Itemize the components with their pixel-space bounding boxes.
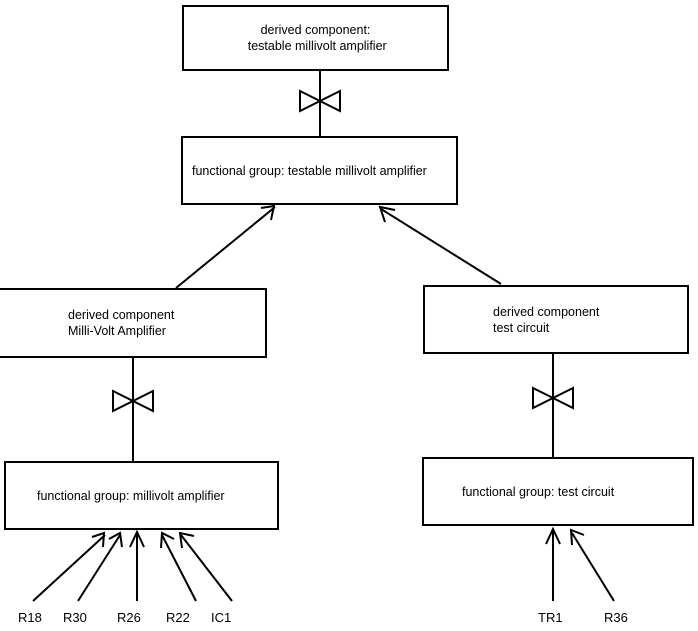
leaf-label-r22[interactable]: R22 bbox=[166, 610, 190, 625]
arrow-TR1-to-fg-testcircuit bbox=[545, 526, 561, 601]
arrow-IC1-to-fg-mvamp bbox=[178, 531, 233, 602]
arrow-testcircuit-to-fg-testable bbox=[378, 205, 502, 285]
arrow-R36-to-fg-testcircuit bbox=[569, 528, 615, 602]
arrow-R22-to-fg-mvamp bbox=[160, 531, 197, 602]
arrow-R26-to-fg-mvamp bbox=[129, 529, 145, 601]
node-derived-component-milli-volt-amplifier[interactable]: derived component Milli-Volt Amplifier bbox=[0, 288, 267, 358]
leaf-label-ic1[interactable]: IC1 bbox=[211, 610, 232, 625]
leaf-label-r30[interactable]: R30 bbox=[63, 610, 87, 625]
bowtie-icon-top bbox=[299, 89, 341, 113]
node-line-1: functional group: testable millivolt amp… bbox=[192, 163, 427, 178]
node-derived-component-testable-millivolt-amplifier[interactable]: derived component: testable millivolt am… bbox=[182, 5, 449, 71]
leaf-label-tr1[interactable]: TR1 bbox=[538, 610, 563, 625]
node-line-1: derived component bbox=[68, 308, 175, 322]
node-line-1: functional group: test circuit bbox=[462, 484, 615, 499]
node-line-1: derived component: bbox=[260, 23, 371, 37]
leaf-label-r18[interactable]: R18 bbox=[18, 610, 42, 625]
node-functional-group-test-circuit[interactable]: functional group: test circuit bbox=[422, 457, 694, 526]
node-functional-group-millivolt-amplifier[interactable]: functional group: millivolt amplifier bbox=[4, 461, 279, 530]
bowtie-icon-right bbox=[532, 386, 574, 410]
arrow-R18-to-fg-mvamp bbox=[32, 531, 106, 602]
node-line-2: test circuit bbox=[493, 320, 550, 335]
arrow-R30-to-fg-mvamp bbox=[77, 531, 123, 602]
leaf-label-r36[interactable]: R36 bbox=[604, 610, 628, 625]
leaf-label-r26[interactable]: R26 bbox=[117, 610, 141, 625]
node-line-1: functional group: millivolt amplifier bbox=[37, 488, 225, 503]
node-derived-component-test-circuit[interactable]: derived component test circuit bbox=[423, 285, 689, 354]
node-functional-group-testable-millivolt-amplifier[interactable]: functional group: testable millivolt amp… bbox=[181, 136, 458, 205]
bowtie-icon-left bbox=[112, 389, 154, 413]
node-line-2: Milli-Volt Amplifier bbox=[68, 324, 166, 338]
node-line-1: derived component bbox=[493, 304, 600, 319]
arrow-mvamp-to-fg-testable bbox=[175, 204, 276, 289]
node-line-2: testable millivolt amplifier bbox=[244, 39, 387, 53]
